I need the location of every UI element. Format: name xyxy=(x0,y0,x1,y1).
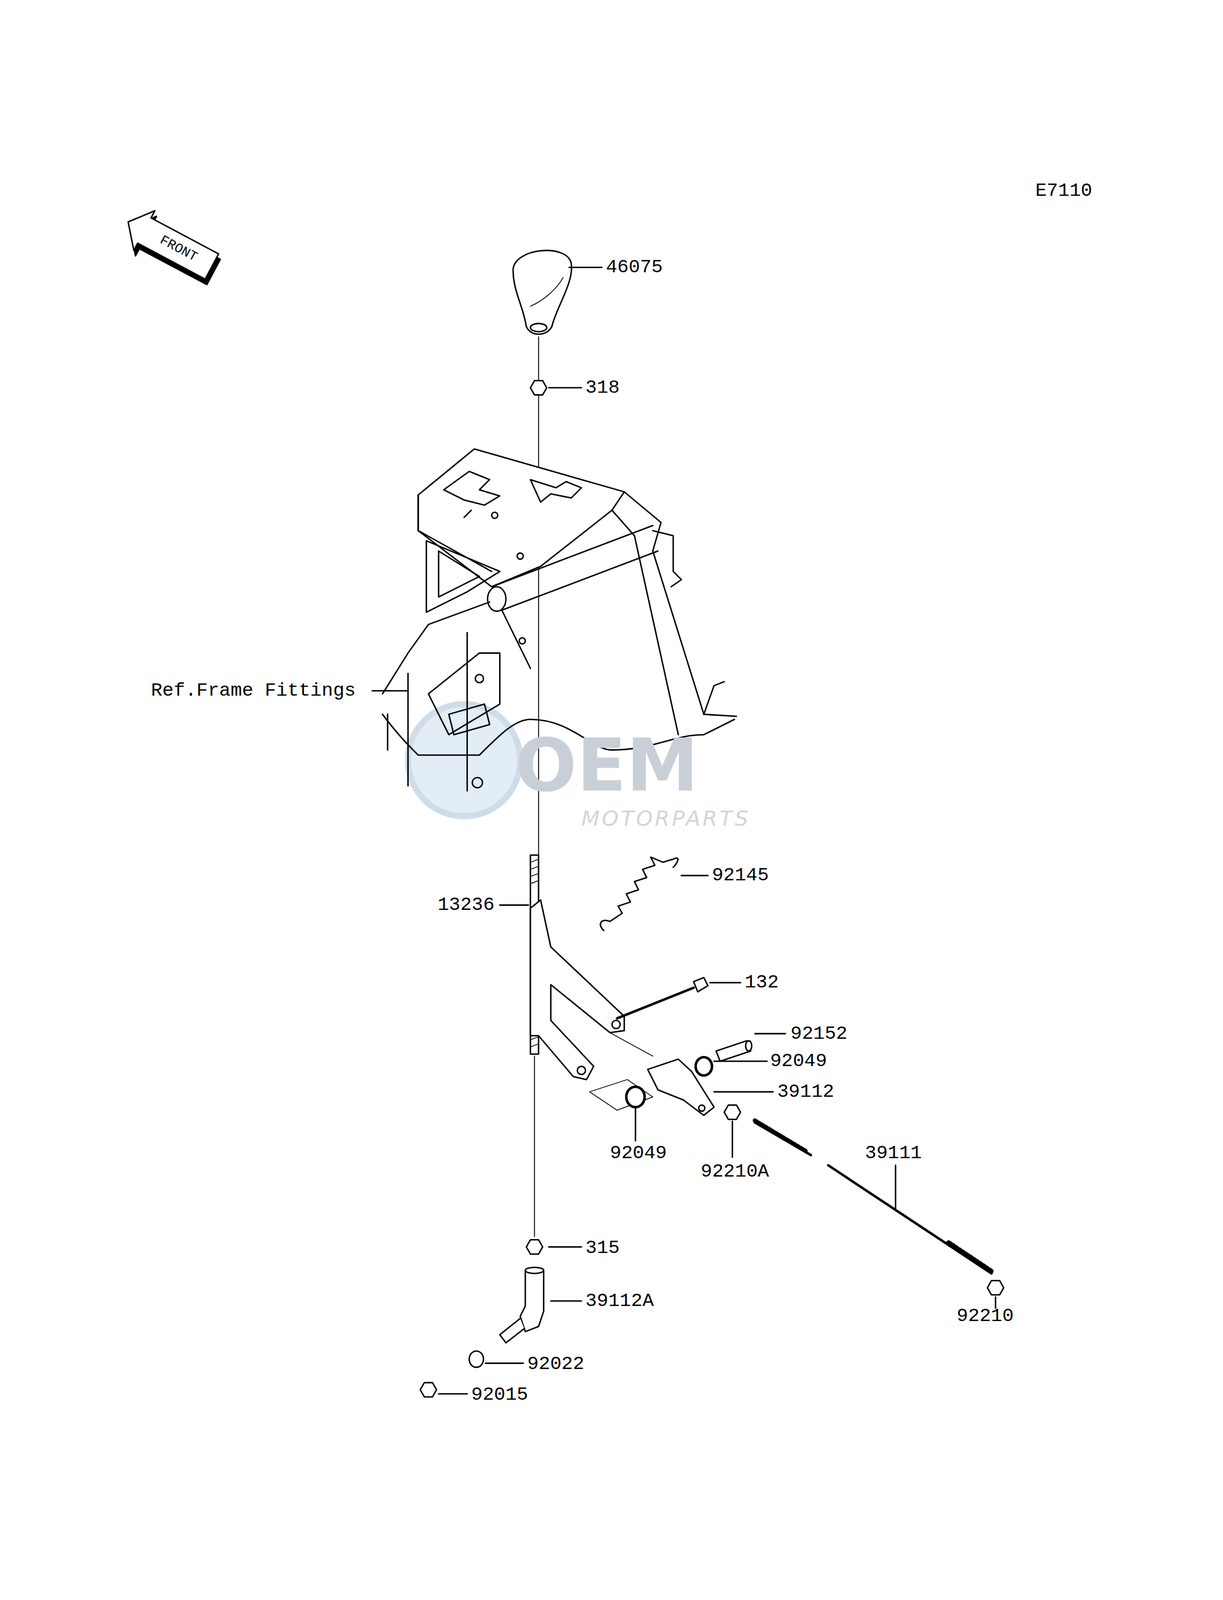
callout-number: 39111 xyxy=(864,1143,922,1163)
callout-number: 92049 xyxy=(770,1051,828,1071)
front-arrow xyxy=(115,201,226,292)
watermark-globe xyxy=(408,703,521,816)
callout-number: 315 xyxy=(585,1238,620,1258)
callout-number: 92049 xyxy=(610,1143,667,1163)
callout-number: 39112A xyxy=(585,1291,654,1310)
callout-number: 92210 xyxy=(956,1306,1014,1326)
callout-number: 92015 xyxy=(471,1384,529,1404)
joint xyxy=(520,1269,544,1332)
callout-number: 46075 xyxy=(605,257,663,277)
callout-number: 318 xyxy=(585,378,620,398)
callout-number: 92022 xyxy=(527,1354,585,1374)
lever xyxy=(647,1059,714,1116)
callout-number: 39112 xyxy=(777,1081,835,1101)
callout-number: 13236 xyxy=(437,895,495,915)
figure-code: E7110 xyxy=(1035,181,1092,201)
watermark: OEM xyxy=(515,728,699,802)
shift-knob xyxy=(513,250,572,335)
spring xyxy=(600,856,679,931)
callout-number: 132 xyxy=(744,972,779,992)
watermark: MOTORPARTS xyxy=(581,807,751,829)
callout-number: 92145 xyxy=(712,865,770,885)
callout-number: 92210A xyxy=(701,1161,770,1181)
reference-note: Ref.Frame Fittings xyxy=(151,680,356,700)
callout-number: 92152 xyxy=(790,1023,848,1043)
front-indicator: FRONT xyxy=(157,233,200,265)
